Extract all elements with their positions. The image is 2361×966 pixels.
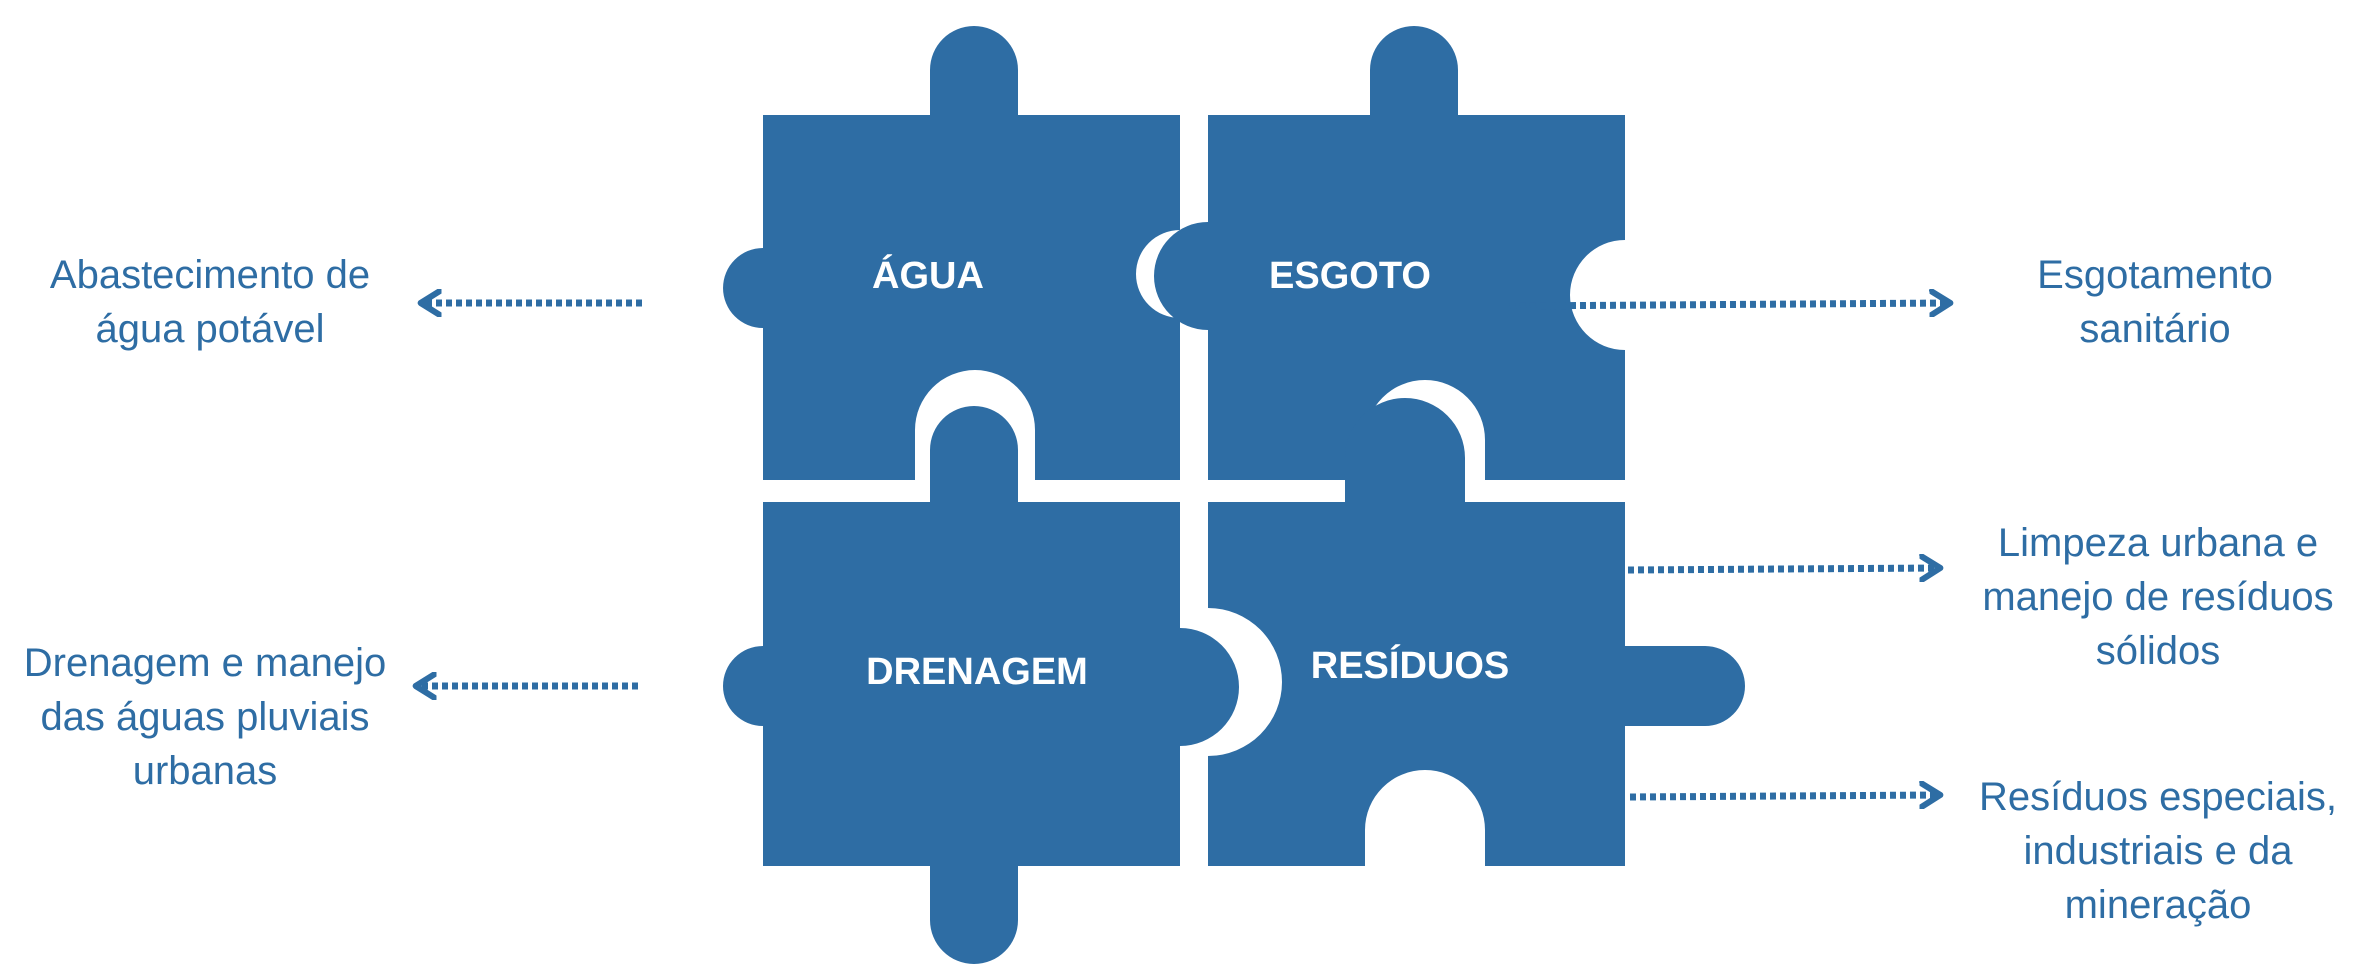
puzzle-piece-agua [723,26,1180,480]
output-agua-line-2: água potável [95,307,325,351]
puzzle-piece-drenagem [723,406,1239,964]
output-agua: Abastecimento de água potável [10,248,410,356]
output-agua-line-1: Abastecimento de [49,253,371,297]
piece-label-residuos: RESÍDUOS [1311,643,1509,687]
puzzle-piece-residuos [1208,398,1745,866]
output-drenagem-line-1: Drenagem e manejo [23,641,387,685]
output-residuos-limpeza-line-3: sólidos [2095,629,2221,673]
output-residuos-especiais: Resíduos especiais, industriais e da min… [1955,770,2361,932]
piece-label-drenagem: DRENAGEM [866,651,1088,693]
arrow-residuos-especiais [1629,795,1938,797]
output-residuos-especiais-line-3: mineração [2064,883,2252,927]
output-residuos-limpeza-line-2: manejo de resíduos [1982,575,2334,619]
output-drenagem-line-2: das águas pluviais [40,695,370,739]
output-residuos-limpeza-line-1: Limpeza urbana e [1997,521,2319,565]
output-residuos-limpeza: Limpeza urbana e manejo de resíduos sóli… [1955,516,2361,678]
piece-label-esgoto: ESGOTO [1269,255,1431,297]
output-residuos-especiais-line-2: industriais e da [2023,829,2293,873]
puzzle-piece-esgoto [1154,26,1625,480]
connector-arrows [418,303,1948,797]
puzzle-pieces [723,26,1745,964]
output-esgoto-line-1: Esgotamento [2037,253,2273,297]
output-drenagem-line-3: urbanas [132,749,278,793]
output-drenagem: Drenagem e manejo das águas pluviais urb… [0,636,410,798]
output-esgoto: Esgotamento sanitário [1955,248,2355,356]
piece-label-agua: ÁGUA [872,253,984,297]
arrow-esgoto [1509,303,1948,306]
arrow-residuos-limpeza [1627,568,1938,570]
output-residuos-especiais-line-1: Resíduos especiais, [1979,775,2337,819]
output-esgoto-line-2: sanitário [2079,307,2231,351]
